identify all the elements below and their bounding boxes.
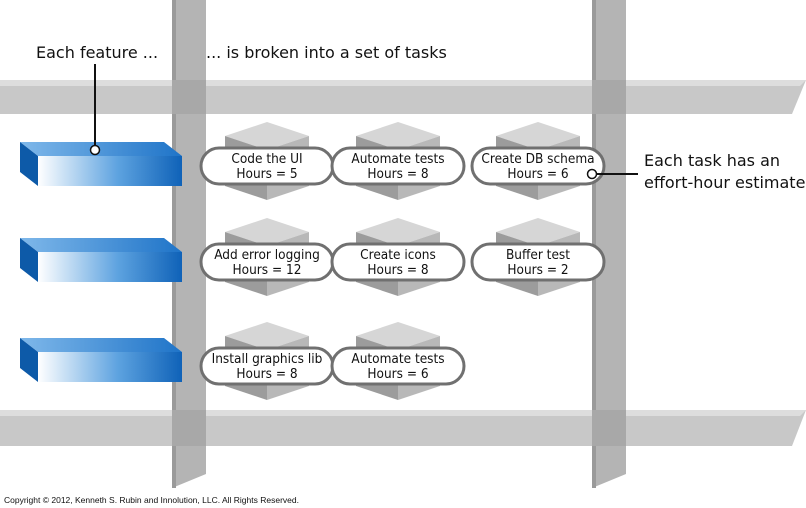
- task-label-pill: [330, 346, 466, 386]
- task-name: Create DB schema: [481, 151, 594, 167]
- task-label-pill: [470, 146, 606, 186]
- task-hours: Hours = 2: [507, 262, 568, 278]
- task-hours: Hours = 8: [236, 366, 297, 382]
- task-hours: Hours = 5: [236, 166, 297, 182]
- top-shelf: [0, 80, 806, 114]
- tasks-annotation: ... is broken into a set of tasks: [206, 43, 447, 62]
- task-label-pill: [470, 242, 606, 282]
- task-label-pill: [330, 146, 466, 186]
- task-hours: Hours = 6: [367, 366, 428, 382]
- task-name: Create icons: [360, 247, 436, 263]
- estimate-annotation-line2: effort-hour estimate: [644, 173, 805, 192]
- estimate-annotation-line1: Each task has an: [644, 151, 780, 170]
- feature-slab: [20, 142, 182, 186]
- task-name: Automate tests: [351, 151, 444, 167]
- task-hours: Hours = 8: [367, 262, 428, 278]
- feature-slab: [20, 238, 182, 282]
- bottom-shelf: [0, 410, 806, 446]
- feature-slab: [20, 338, 182, 382]
- task-name: Code the UI: [231, 151, 302, 167]
- task-name: Add error logging: [214, 247, 320, 263]
- estimate-pointer-dot: [586, 168, 598, 180]
- task-name: Automate tests: [351, 351, 444, 367]
- task-name: Install graphics lib: [212, 351, 323, 367]
- task-label-pill: [330, 242, 466, 282]
- task-hours: Hours = 6: [507, 166, 568, 182]
- task-name: Buffer test: [506, 247, 570, 263]
- frame-front: [172, 80, 626, 446]
- feature-annotation: Each feature ...: [36, 43, 158, 62]
- task-hours: Hours = 8: [367, 166, 428, 182]
- copyright-notice: Copyright © 2012, Kenneth S. Rubin and I…: [4, 495, 299, 505]
- task-hours: Hours = 12: [233, 262, 302, 278]
- feature-pointer-dot: [89, 144, 101, 156]
